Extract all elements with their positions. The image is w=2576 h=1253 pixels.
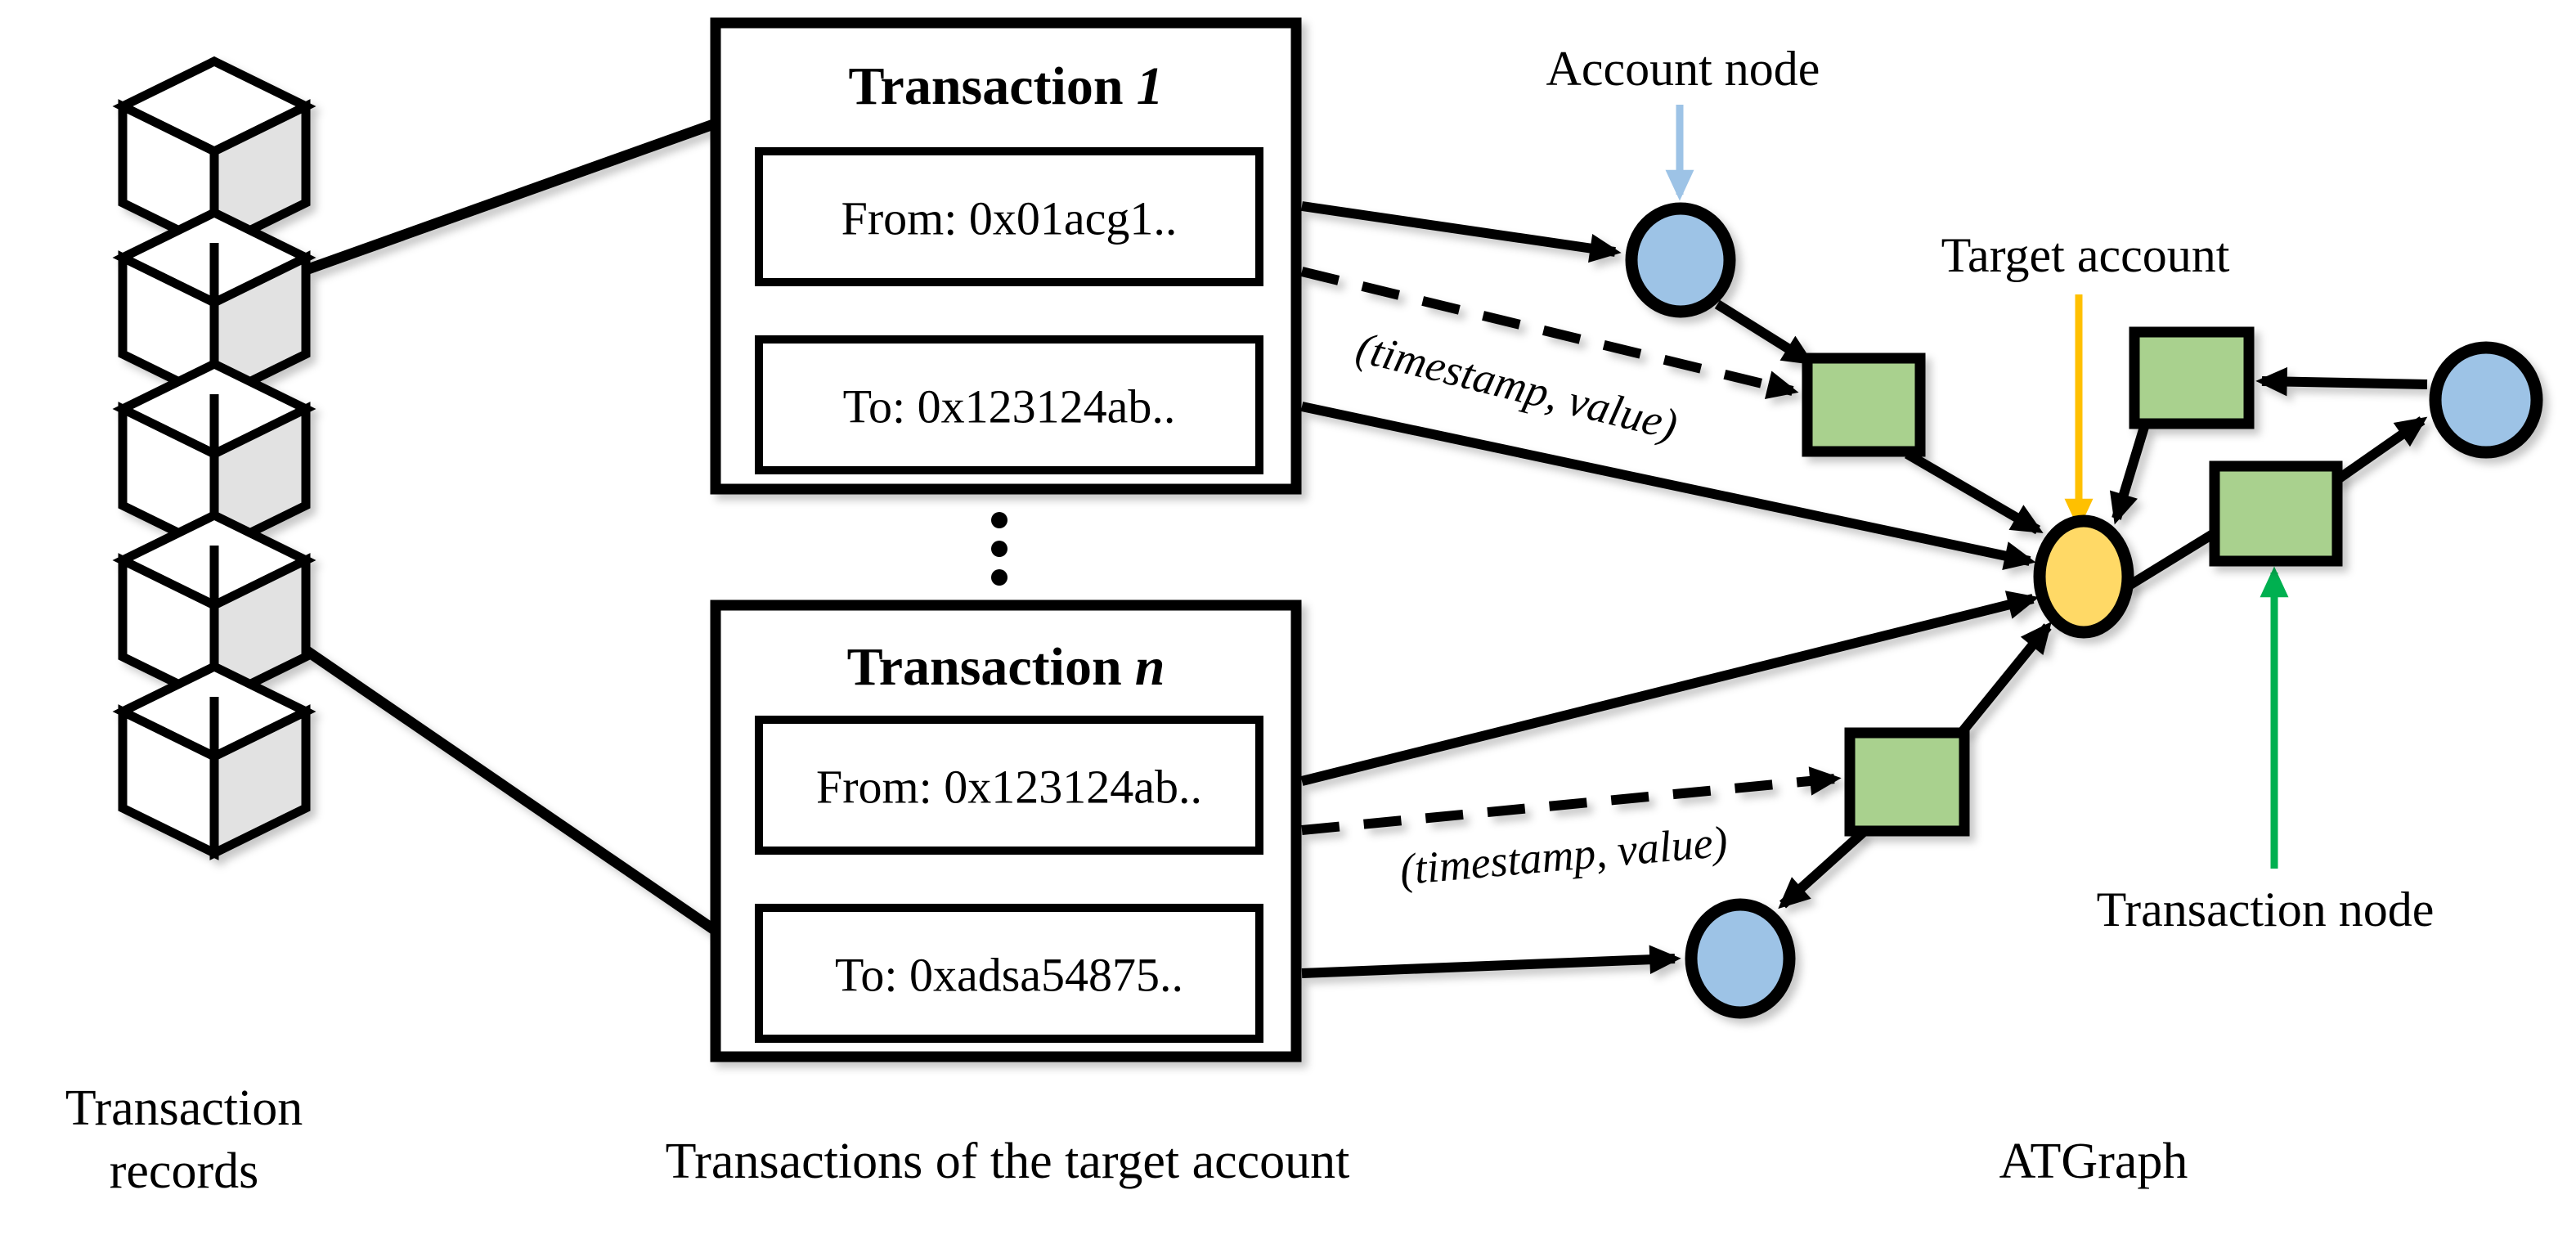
edge-txnode3-to-account-right [2332,416,2428,485]
edge-label-timestamp-value-bottom: (timestamp, value) [1398,817,1730,895]
transaction-node-square-2 [2129,326,2255,429]
transaction-1-to-box [755,335,1263,474]
transaction-n-from-box [755,716,1263,855]
transaction-n-to-text: To: 0xadsa54875.. [835,949,1183,1002]
blockchain-stack [112,56,721,937]
transaction-n-from-text: From: 0x123124ab.. [816,761,1202,814]
transaction-records-caption-line1: Transaction [65,1080,303,1136]
transaction-1-from-text: From: 0x01acg1.. [841,192,1178,245]
edge-fromn-to-txnode4-dashed [1301,766,1842,835]
cube-side-face [209,704,311,860]
transaction-node-square-3 [2209,460,2343,567]
transaction-1-from-box [755,147,1263,286]
account-node-top [1625,202,1736,318]
account-node-right [2429,341,2543,459]
edge-txnode4-to-target [1959,622,2052,734]
edge-from1-to-txnode-dashed [1300,267,1799,399]
ellipsis-dots [991,512,1008,586]
account-node-label: Account node [1546,42,1820,96]
edge-fromn-to-target [1300,591,2040,786]
connector-cube2-to-transaction1 [303,117,720,276]
target-account-node [2033,514,2134,639]
transaction-records-caption-line2: records [110,1143,258,1199]
edge-txnode4-to-account-bottom [1778,829,1867,909]
transaction-n-to-box [755,904,1263,1043]
transaction-node-square-1 [1802,353,1926,457]
connector-cube4-to-transaction-n [303,645,721,937]
edge-from1-to-account-node [1301,201,1622,263]
edge-target-to-txnode3 [2123,525,2223,592]
blockchain-cube-1 [112,56,316,255]
transaction-1-to-text: To: 0x123124ab.. [843,380,1176,433]
edge-to1-to-target [1300,402,2036,570]
blockchain-cube-5 [112,661,316,860]
edge-ton-to-account-node-bottom [1301,945,1681,978]
account-node-bottom [1685,898,1796,1019]
atgraph-caption: ATGraph [1999,1134,2188,1189]
edge-txnode2-to-target [2109,425,2149,525]
target-account-label: Target account [1941,228,2230,282]
edge-txnode1-to-target [1904,449,2044,535]
edge-account-node-to-txnode1 [1714,299,1815,366]
graph-nodes [1625,202,2543,1019]
graph-edges [1300,201,2428,978]
transaction-node-square-4 [1844,727,1970,837]
transactions-panel-caption: Transactions of the target account [666,1134,1350,1189]
edge-account-right-to-txnode2 [2255,366,2428,397]
transaction-node-label: Transaction node [2097,882,2435,936]
